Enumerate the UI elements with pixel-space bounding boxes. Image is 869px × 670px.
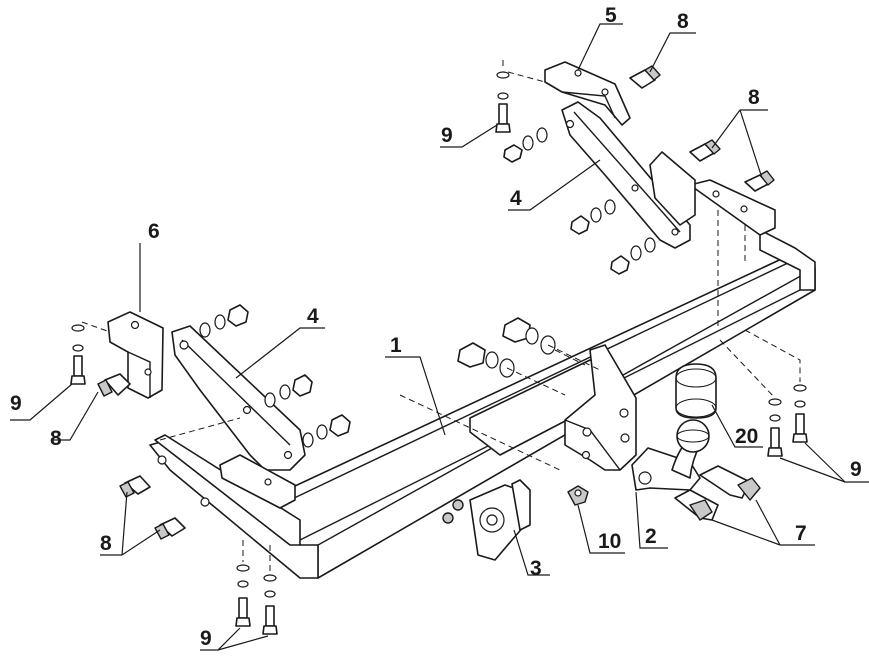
label-part-9-bottom: 9	[200, 627, 212, 650]
label-part-7: 7	[795, 522, 807, 545]
label-part-1: 1	[390, 334, 402, 357]
label-part-3: 3	[530, 557, 542, 580]
label-part-8-left: 8	[50, 427, 62, 450]
label-part-8-top: 8	[677, 10, 689, 33]
label-part-10: 10	[598, 530, 621, 553]
center-receiver-housing	[399, 344, 637, 471]
electrical-socket-plate	[442, 479, 531, 561]
label-part-6: 6	[148, 220, 160, 243]
leader-lines	[10, 23, 869, 651]
left-mounting-plate	[107, 311, 164, 399]
bolt-set-7	[674, 465, 761, 521]
right-side-arm	[561, 101, 696, 249]
label-part-20: 20	[735, 425, 758, 448]
label-part-9-top: 9	[441, 124, 453, 147]
ball-cover-cap	[675, 363, 717, 419]
label-part-4-top: 4	[510, 187, 522, 210]
left-side-arm	[171, 325, 306, 509]
label-part-2: 2	[645, 525, 657, 548]
callout-labels: 1 2 3 4 4 5 6 7 8 8 8 8 9 9 9 9 10 20	[10, 4, 862, 650]
label-part-9-right: 9	[850, 458, 862, 481]
label-part-4-left: 4	[307, 305, 319, 328]
tow-ball-neck	[631, 419, 710, 491]
washers-and-nuts	[70, 60, 808, 635]
top-mounting-plate	[544, 61, 631, 126]
label-part-5: 5	[605, 4, 617, 27]
label-part-8-right: 8	[748, 86, 760, 109]
label-part-8-bottom: 8	[100, 532, 112, 555]
bolt-10	[567, 485, 589, 506]
label-part-9-left: 9	[10, 392, 22, 415]
